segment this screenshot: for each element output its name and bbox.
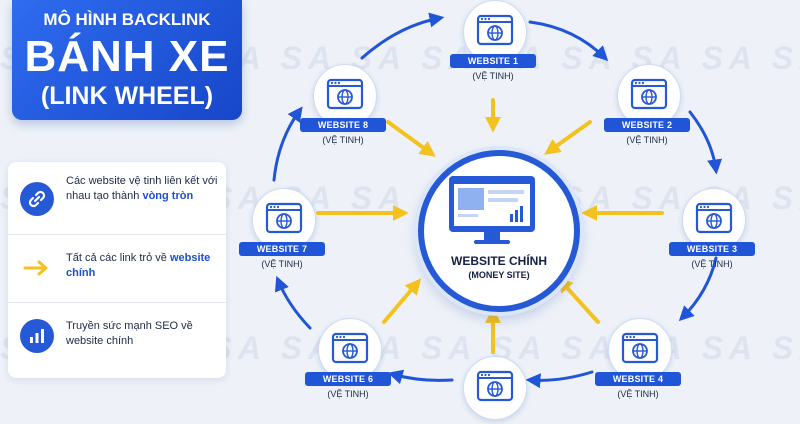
link-icon bbox=[20, 182, 54, 216]
ring-arrow-2 bbox=[688, 110, 723, 175]
title-line-1: MÔ HÌNH BACKLINK bbox=[43, 10, 211, 29]
website-window-icon bbox=[252, 188, 316, 252]
ring-arrow-4 bbox=[525, 370, 594, 389]
title-line-3: (LINK WHEEL) bbox=[40, 82, 214, 110]
money-site-title: WEBSITE CHÍNH bbox=[451, 254, 547, 268]
satellite-sub: (VỆ TINH) bbox=[626, 135, 668, 145]
title-line-2: BÁNH XE bbox=[24, 32, 230, 81]
website-window-icon bbox=[463, 0, 527, 64]
legend-item-ring: Các website vệ tinh liên kết với nhau tạ… bbox=[8, 166, 226, 232]
satellite-sub: (VỆ TINH) bbox=[261, 259, 303, 269]
pointer-arrow-6 bbox=[382, 278, 422, 324]
legend-text-pointer: Tất cả các link trỏ về website chính bbox=[66, 252, 211, 279]
legend-item-seo: Truyền sức mạnh SEO về website chính bbox=[8, 302, 226, 369]
pointer-arrow-8 bbox=[386, 120, 436, 157]
title-banner: MÔ HÌNH BACKLINK BÁNH XE (LINK WHEEL) bbox=[12, 0, 242, 120]
legend-item-pointer: Tất cả các link trỏ về website chính bbox=[8, 234, 226, 301]
satellite-label: WEBSITE 4 bbox=[595, 372, 681, 386]
arrows-layer bbox=[272, 12, 723, 389]
website-window-icon bbox=[463, 356, 527, 420]
arrow-right-icon bbox=[20, 251, 54, 285]
money-site-node: WEBSITE CHÍNH (MONEY SITE) bbox=[418, 150, 580, 312]
satellite-label: WEBSITE 3 bbox=[669, 242, 755, 256]
legend-text-seo: Truyền sức mạnh SEO về website chính bbox=[66, 320, 193, 347]
website-window-icon bbox=[617, 64, 681, 128]
ring-arrow-3 bbox=[678, 256, 718, 322]
satellite-sub: (VỆ TINH) bbox=[327, 389, 369, 399]
pointer-arrow-2 bbox=[544, 120, 592, 155]
website-window-icon bbox=[608, 318, 672, 382]
satellite-label: WEBSITE 2 bbox=[604, 118, 690, 132]
ring-arrow-7 bbox=[272, 106, 303, 182]
website-window-icon bbox=[318, 318, 382, 382]
legend-text-ring: Các website vệ tinh liên kết với nhau tạ… bbox=[66, 175, 218, 202]
legend-panel: Các website vệ tinh liên kết với nhau tạ… bbox=[8, 162, 226, 378]
ring-arrow-5 bbox=[387, 369, 454, 385]
website-window-icon bbox=[682, 188, 746, 252]
money-site-subtitle: (MONEY SITE) bbox=[468, 270, 530, 280]
ring-arrow-6 bbox=[274, 275, 312, 330]
ring-arrow-8 bbox=[360, 12, 445, 60]
satellite-sub: (VỆ TINH) bbox=[322, 135, 364, 145]
satellite-label: WEBSITE 1 bbox=[450, 54, 536, 68]
satellite-label: WEBSITE 6 bbox=[305, 372, 391, 386]
pointer-arrow-4 bbox=[556, 276, 600, 324]
monitor-icon bbox=[449, 176, 535, 244]
ring-arrow-1 bbox=[528, 20, 609, 62]
satellite-sub: (VỆ TINH) bbox=[617, 389, 659, 399]
satellite-label: WEBSITE 8 bbox=[300, 118, 386, 132]
satellite-sub: (VỆ TINH) bbox=[691, 259, 733, 269]
satellite-label: WEBSITE 7 bbox=[239, 242, 325, 256]
satellite-sub: (VỆ TINH) bbox=[472, 71, 514, 81]
bar-chart-icon bbox=[20, 319, 54, 353]
